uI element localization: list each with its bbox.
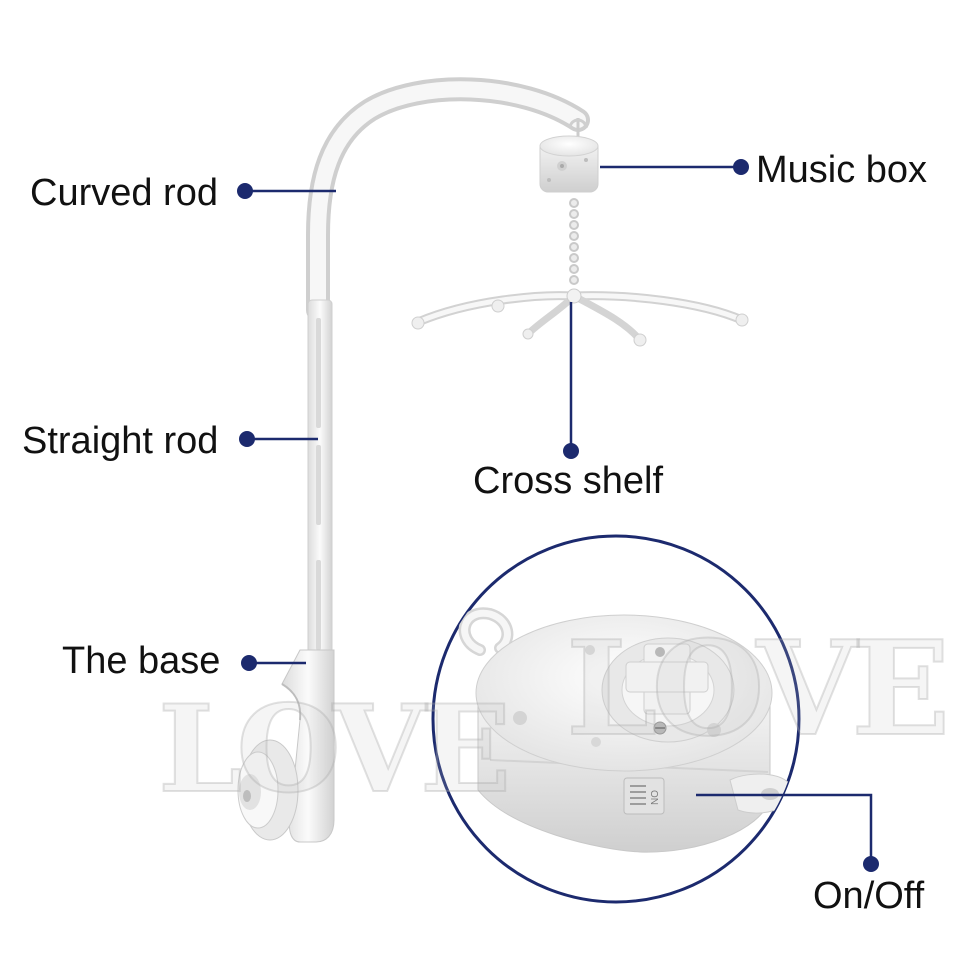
label-music-box: Music box <box>756 149 928 191</box>
label-straight-rod: Straight rod <box>22 420 219 462</box>
label-cross-shelf: Cross shelf <box>473 460 664 502</box>
dot-cross-shelf <box>563 443 579 459</box>
watermark-right: LOVE <box>565 612 951 765</box>
switch-text: ON <box>648 790 659 805</box>
label-curved-rod: Curved rod <box>30 172 218 214</box>
dot-curved-rod <box>237 183 253 199</box>
leader-lines <box>245 165 873 864</box>
music-box-small <box>539 118 599 285</box>
zoom-inset <box>431 534 801 904</box>
watermark-left: LOVE <box>157 679 512 820</box>
leader-dots <box>237 159 879 872</box>
dot-music-box <box>733 159 749 175</box>
dot-the-base <box>241 655 257 671</box>
dot-straight-rod <box>239 431 255 447</box>
cross-shelf <box>411 288 749 347</box>
label-the-base: The base <box>62 640 221 682</box>
label-on-off: On/Off <box>813 875 925 917</box>
dot-on-off <box>863 856 879 872</box>
